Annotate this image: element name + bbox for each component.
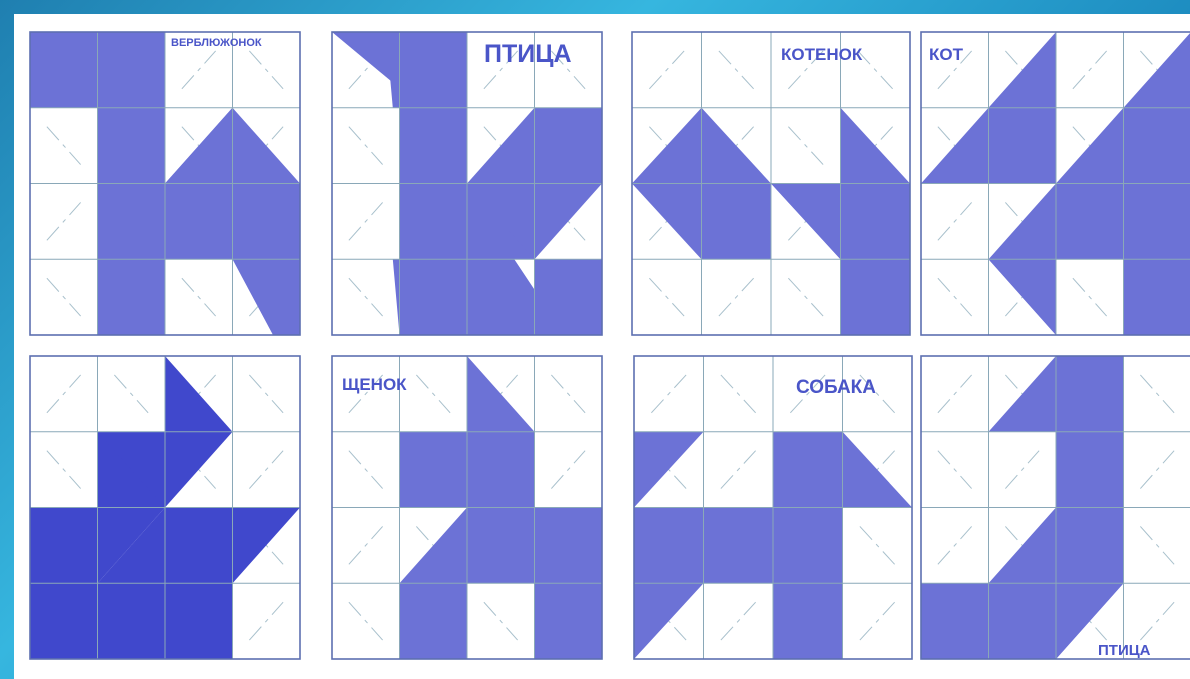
guide-line <box>1140 375 1174 413</box>
tangram-piece <box>386 32 467 108</box>
guide-line <box>484 602 518 640</box>
guide-line <box>860 526 895 564</box>
puzzle-label-sobaka: СОБАКА <box>796 378 876 397</box>
puzzle-square <box>332 32 602 335</box>
guide-line <box>938 375 972 413</box>
tangram-piece <box>400 108 468 184</box>
guide-line <box>938 451 972 489</box>
tangram-piece <box>1056 356 1124 432</box>
guide-line <box>47 451 81 489</box>
guide-line <box>649 51 684 89</box>
guide-line <box>47 278 81 316</box>
guide-line <box>788 127 823 165</box>
guide-line <box>551 451 585 489</box>
guide-line <box>249 375 283 413</box>
guide-line <box>349 451 383 489</box>
puzzle-square <box>921 356 1190 659</box>
guide-line <box>649 278 684 316</box>
tangram-piece <box>921 432 1124 659</box>
guide-line <box>249 602 283 640</box>
guide-line <box>349 526 383 564</box>
puzzle-square <box>30 32 300 335</box>
tangram-piece <box>634 432 704 508</box>
puzzle-square <box>634 356 912 659</box>
guide-line <box>651 375 686 413</box>
puzzle-square <box>921 32 1190 335</box>
puzzle-square <box>30 356 300 659</box>
guide-line <box>788 278 823 316</box>
guide-line <box>860 602 895 640</box>
tangram-piece <box>535 259 603 335</box>
guide-line <box>938 278 972 316</box>
puzzle-square <box>632 32 910 335</box>
puzzle-square <box>332 356 602 659</box>
puzzle-canvas <box>14 14 1190 679</box>
guide-line <box>182 278 216 316</box>
tangram-piece <box>773 432 843 508</box>
tangram-piece <box>989 259 1057 335</box>
puzzle-label-verblyuzhonok: ВЕРБЛЮЖОНОК <box>171 38 262 49</box>
guide-line <box>349 278 383 316</box>
guide-line <box>1073 278 1107 316</box>
tangram-piece <box>632 184 702 260</box>
puzzle-label-shchenok: ЩЕНОК <box>342 376 407 393</box>
puzzle-label-ptitsa-2: ПТИЦА <box>1098 643 1151 658</box>
puzzle-label-kotenok: КОТЕНОК <box>781 46 862 63</box>
tangram-piece <box>702 184 772 260</box>
guide-line <box>47 375 81 413</box>
guide-line <box>47 202 81 240</box>
tangram-piece <box>634 508 704 584</box>
guide-line <box>47 127 81 165</box>
tangram-piece <box>843 432 913 508</box>
guide-line <box>349 602 383 640</box>
guide-line <box>721 602 756 640</box>
guide-line <box>1140 526 1174 564</box>
guide-line <box>1140 451 1174 489</box>
tangram-piece <box>30 32 98 108</box>
puzzle-label-kot: КОТ <box>929 46 963 63</box>
tangram-piece <box>989 356 1057 432</box>
guide-line <box>721 451 756 489</box>
guide-line <box>719 278 754 316</box>
guide-line <box>721 375 756 413</box>
guide-line <box>182 51 216 89</box>
guide-line <box>349 202 383 240</box>
guide-line <box>349 127 383 165</box>
guide-line <box>551 375 585 413</box>
guide-line <box>249 51 283 89</box>
guide-line <box>1073 51 1107 89</box>
guide-line <box>858 51 893 89</box>
puzzle-label-ptitsa: ПТИЦА <box>484 42 572 67</box>
puzzle-board: ВЕРБЛЮЖОНОК ПТИЦА КОТЕНОК КОТ ЩЕНОК СОБА… <box>14 14 1190 679</box>
guide-line <box>416 375 450 413</box>
guide-line <box>1140 602 1174 640</box>
guide-line <box>719 51 754 89</box>
guide-line <box>1005 451 1039 489</box>
tangram-piece <box>400 432 468 508</box>
guide-line <box>114 375 148 413</box>
guide-line <box>938 526 972 564</box>
guide-line <box>938 202 972 240</box>
tangram-piece <box>771 184 841 260</box>
guide-line <box>249 451 283 489</box>
